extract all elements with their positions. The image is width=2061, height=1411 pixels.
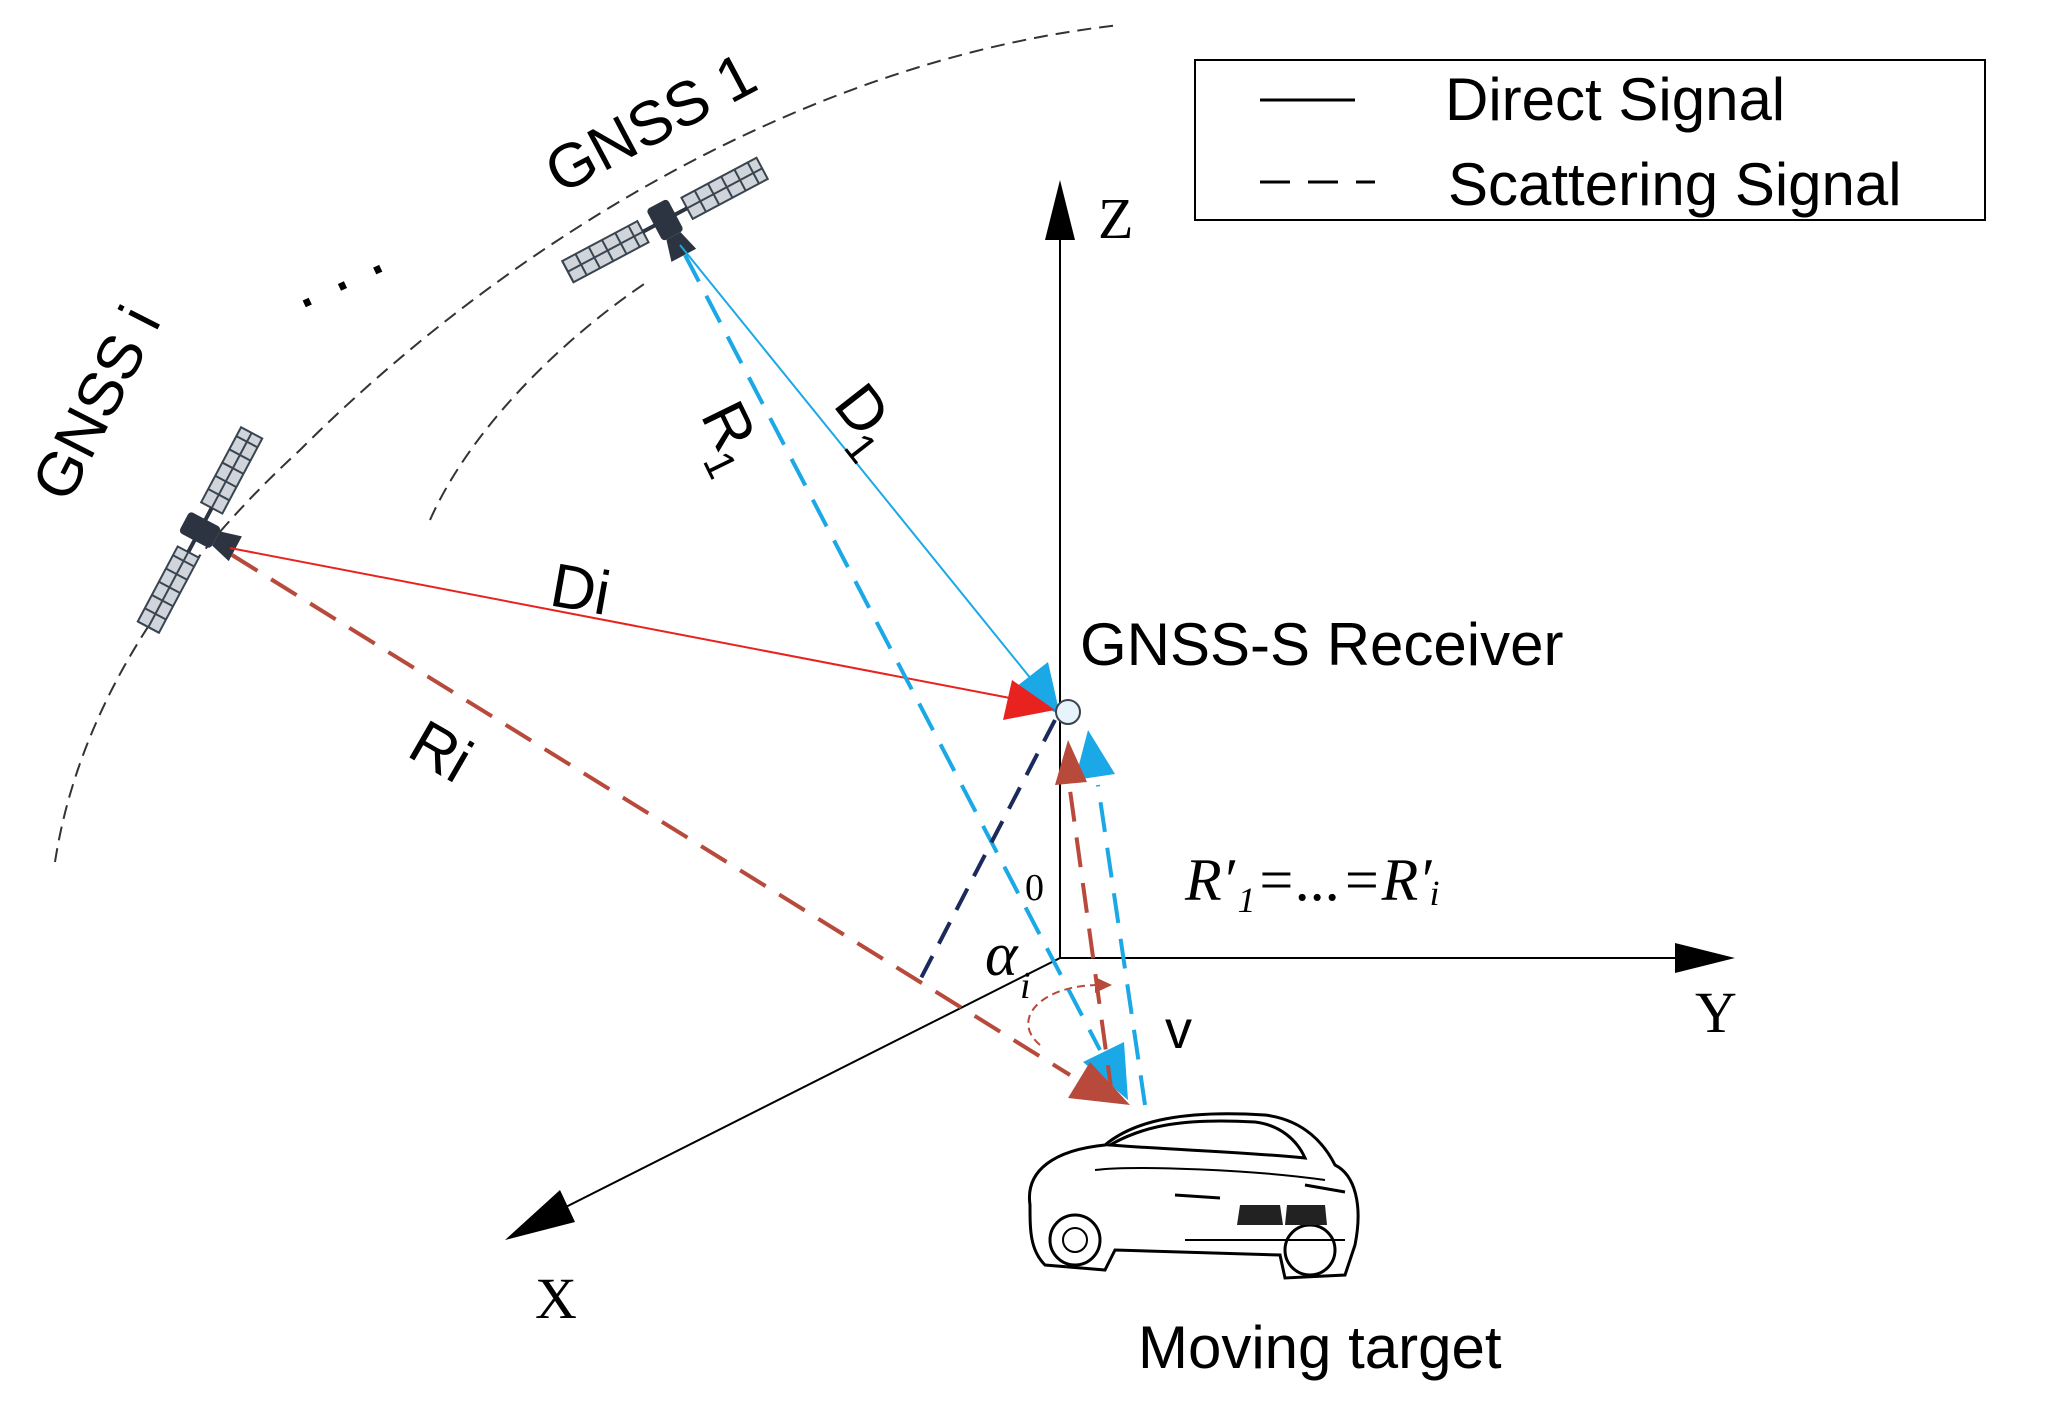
legend: Direct Signal Scattering Signal [1194, 59, 1986, 221]
receiver-icon [1055, 699, 1081, 725]
car-icon [1027, 1112, 1360, 1280]
scatter-signal-i [230, 553, 1072, 1077]
echo-signal-red-arrowhead [1055, 740, 1087, 785]
x-axis-label: X [535, 1266, 577, 1331]
angle-arc [1027, 984, 1101, 1046]
legend-direct-label: Direct Signal [1445, 66, 1785, 133]
equation: R′₁=...=R′ᵢ [1184, 847, 1441, 913]
sati-label: GNSS i [19, 296, 174, 512]
orbit-arc [54, 24, 1121, 863]
x-axis [539, 957, 1061, 1221]
direct-signal-1 [679, 244, 1041, 691]
angle-label: α i [985, 921, 1031, 1007]
legend-scatter-label: Scattering Signal [1448, 151, 1902, 218]
x-axis-arrowhead [505, 1190, 575, 1240]
velocity-label: v [1165, 1000, 1192, 1060]
scatter-signal-1-arrowhead [1083, 1042, 1128, 1100]
origin-label: 0 [1025, 867, 1044, 909]
receiver-label: GNSS-S Receiver [1080, 611, 1563, 678]
orbit-arc-inner [429, 279, 651, 521]
z-axis-label: Z [1098, 186, 1133, 251]
angle-symbol: α [985, 921, 1019, 989]
axes: Z Y X 0 [505, 180, 1737, 1331]
di-label: Di [546, 551, 616, 629]
r1-label-group: R 1 [687, 391, 769, 486]
echo-signal-red [1068, 789, 1114, 1096]
echo-signal-blue-arrowhead [1075, 730, 1115, 780]
target-label: Moving target [1138, 1314, 1502, 1381]
direct-signal-i [229, 547, 1011, 699]
angle-arc-arrowhead [1095, 977, 1112, 993]
satellite-i-icon [136, 425, 264, 635]
direct-signal-i-arrowhead [1003, 680, 1055, 720]
y-axis-label: Y [1695, 980, 1737, 1045]
echo-signal-blue [1096, 784, 1147, 1106]
d1-label-group: D 1 [821, 371, 903, 471]
z-axis-arrowhead [1045, 180, 1075, 240]
scatter-signal-1 [683, 254, 1102, 1051]
receiver-projection-line [918, 719, 1057, 981]
angle-subscript: i [1020, 965, 1031, 1007]
direct-signal-1-arrowhead [1012, 662, 1060, 715]
satellite-1-icon [560, 156, 770, 284]
ri-label: Ri [398, 707, 483, 796]
scatter-signal-i-arrowhead [1068, 1062, 1130, 1105]
y-axis-arrowhead [1675, 943, 1735, 973]
ellipsis: . . . [273, 212, 394, 324]
